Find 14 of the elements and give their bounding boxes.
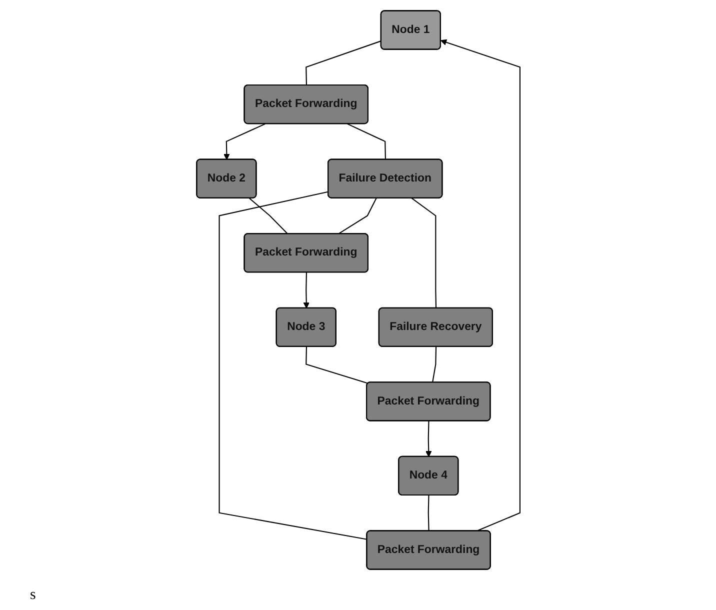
connector <box>411 198 436 308</box>
connector <box>305 40 382 86</box>
connector <box>248 198 288 234</box>
connector <box>428 495 430 532</box>
arrow <box>223 123 265 160</box>
connector <box>338 198 376 234</box>
arrow <box>440 39 520 532</box>
connector <box>305 346 368 384</box>
connector <box>218 191 367 540</box>
connector <box>346 123 386 160</box>
arrow <box>302 272 310 308</box>
arrow <box>425 421 432 458</box>
note-text: s <box>30 587 36 603</box>
connector <box>432 346 436 383</box>
